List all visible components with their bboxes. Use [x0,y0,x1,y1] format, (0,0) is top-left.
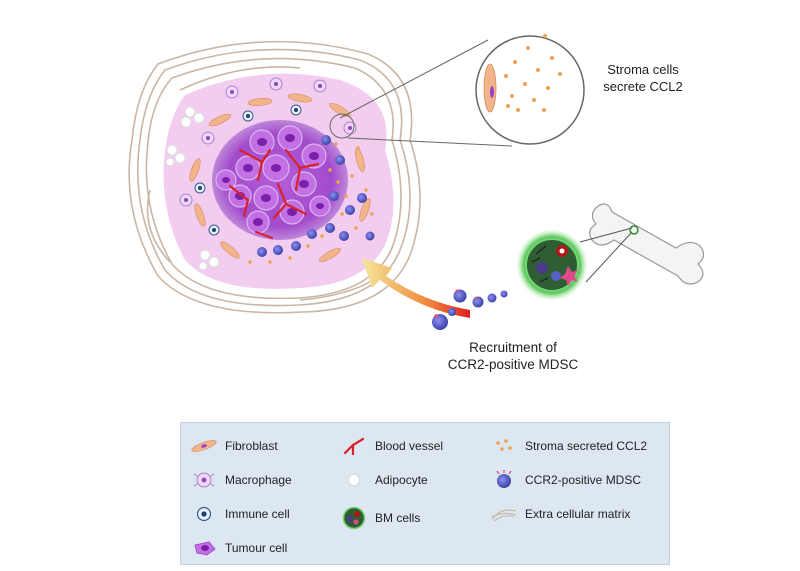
adipocytes [165,106,220,271]
legend-box: Fibroblast Macrophage Immune cell Tumour… [180,422,670,565]
recruitment-line2: CCR2-positive MDSC [447,357,579,372]
mdsc-in-tumour [257,135,375,257]
immune-cells [194,104,302,236]
recruitment-line1: Recruitment of [469,340,557,355]
legend-item-tumour-cell: Tumour cell [189,537,287,559]
fibroblasts [189,93,371,263]
adipocyte-icon [348,474,360,486]
legend-item-bm-cells: BM cells [339,505,420,531]
legend-label-ccl2: Stroma secreted CCL2 [525,439,648,453]
blood-vessels [228,148,320,240]
legend-item-fibroblast: Fibroblast [189,435,278,457]
bm-cells-icon [342,506,366,530]
ccl2-dots-stroma [248,142,374,264]
recruitment-arrow [362,258,470,318]
legend-label-bm-cells: BM cells [375,511,421,525]
legend-item-ecm: Extra cellular matrix [489,503,630,525]
migrating-mdsc [432,289,508,330]
stroma-callout-line2: secrete CCL2 [603,79,683,94]
legend-label-mdsc: CCR2-positive MDSC [525,473,642,487]
legend-item-macrophage: Macrophage [189,469,292,491]
recruitment-label: Recruitment of CCR2-positive MDSC [428,339,598,373]
macrophage-icon [193,472,215,488]
fibroblast-icon [191,440,217,452]
ecm-icon [491,509,517,522]
legend-label-fibroblast: Fibroblast [225,439,278,453]
stroma-callout-line1: Stroma cells [607,62,679,77]
callout-magnifier [475,35,585,145]
legend-item-immune-cell: Immune cell [189,503,290,525]
legend-item-adipocyte: Adipocyte [339,469,428,491]
legend-label-tumour-cell: Tumour cell [225,541,288,555]
legend-item-ccl2: Stroma secreted CCL2 [489,435,647,457]
legend-label-immune-cell: Immune cell [225,507,290,521]
ccl2-dots-icon [496,439,512,451]
tumour-cell-icon [194,541,216,556]
legend-item-blood-vessel: Blood vessel [339,435,443,457]
stroma-callout [329,34,585,147]
legend-label-adipocyte: Adipocyte [375,473,428,487]
bone-icon [589,203,705,285]
legend-item-mdsc: CCR2-positive MDSC [489,469,641,491]
immune-cell-icon [196,506,212,522]
bm-cells-niche [516,229,588,301]
stroma-callout-label: Stroma cells secrete CCL2 [588,61,698,95]
legend-label-ecm: Extra cellular matrix [525,507,631,521]
blood-vessel-icon [343,437,365,456]
legend-label-macrophage: Macrophage [225,473,292,487]
mdsc-icon [496,470,512,488]
legend-label-blood-vessel: Blood vessel [375,439,444,453]
